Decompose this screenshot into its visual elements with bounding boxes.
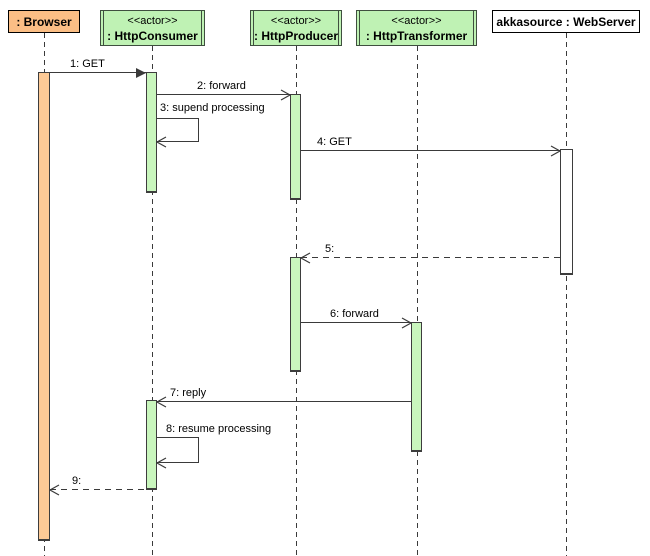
actor-stereotype: <<actor>> bbox=[270, 15, 322, 27]
message-line bbox=[301, 257, 560, 258]
message-line bbox=[157, 401, 411, 402]
actor-head-inner-edge bbox=[253, 11, 254, 45]
actor-head-http-transformer: <<actor>> : HttpTransformer bbox=[356, 10, 477, 46]
self-message-loop bbox=[198, 118, 199, 142]
actor-head-http-consumer: <<actor>> : HttpConsumer bbox=[100, 10, 205, 46]
message-line bbox=[157, 94, 290, 95]
self-message-loop bbox=[198, 437, 199, 463]
lifeline-http-consumer bbox=[151, 46, 153, 556]
actor-name: : HttpConsumer bbox=[107, 29, 198, 43]
activation-bar-browser bbox=[38, 72, 50, 541]
message-label: 9: bbox=[72, 475, 82, 487]
message-label: 8: resume processing bbox=[166, 423, 272, 435]
actor-name: : HttpProducer bbox=[254, 29, 338, 43]
message-label: 5: bbox=[325, 243, 335, 255]
actor-head-inner-edge bbox=[473, 11, 474, 45]
activation-bar-webserver bbox=[560, 149, 573, 275]
actor-name: : HttpTransformer bbox=[365, 29, 468, 43]
message-line bbox=[50, 489, 146, 490]
actor-head-http-producer: <<actor>> : HttpProducer bbox=[250, 10, 342, 46]
message-line bbox=[301, 322, 411, 323]
self-message-out-line bbox=[157, 437, 198, 438]
arrowhead-open-left-icon bbox=[156, 136, 167, 148]
activation-bar-http-producer bbox=[290, 257, 301, 372]
activation-bar-http-consumer bbox=[146, 400, 157, 490]
message-label: 2: forward bbox=[197, 80, 246, 92]
activation-bar-http-producer bbox=[290, 94, 301, 200]
actor-head-webserver: akkasource : WebServer bbox=[492, 10, 640, 33]
actor-stereotype: <<actor>> bbox=[127, 15, 178, 27]
self-message-return-line bbox=[157, 141, 198, 142]
arrowhead-open-left-icon bbox=[300, 252, 311, 264]
actor-head-browser: : Browser bbox=[8, 10, 80, 33]
lifeline-http-transformer bbox=[416, 46, 418, 556]
arrowhead-open-left-icon bbox=[156, 457, 167, 469]
activation-bar-http-consumer bbox=[146, 72, 157, 193]
actor-head-inner-edge bbox=[103, 11, 104, 45]
message-label: 3: supend processing bbox=[160, 102, 265, 114]
arrowhead-open-left-icon bbox=[156, 396, 167, 408]
actor-head-inner-edge bbox=[201, 11, 202, 45]
arrowhead-open-left-icon bbox=[49, 484, 60, 496]
actor-head-inner-edge bbox=[359, 11, 360, 45]
actor-stereotype: <<actor>> bbox=[391, 15, 442, 27]
self-message-return-line bbox=[157, 462, 198, 463]
activation-bar-http-transformer bbox=[411, 322, 422, 452]
message-label: 7: reply bbox=[170, 387, 207, 399]
message-line bbox=[50, 72, 146, 73]
actor-head-inner-edge bbox=[338, 11, 339, 45]
message-label: 6: forward bbox=[330, 308, 379, 320]
message-line bbox=[301, 150, 560, 151]
lifeline-webserver bbox=[565, 33, 567, 556]
message-label: 1: GET bbox=[70, 58, 105, 70]
self-message-out-line bbox=[157, 118, 198, 119]
message-label: 4: GET bbox=[317, 136, 352, 148]
